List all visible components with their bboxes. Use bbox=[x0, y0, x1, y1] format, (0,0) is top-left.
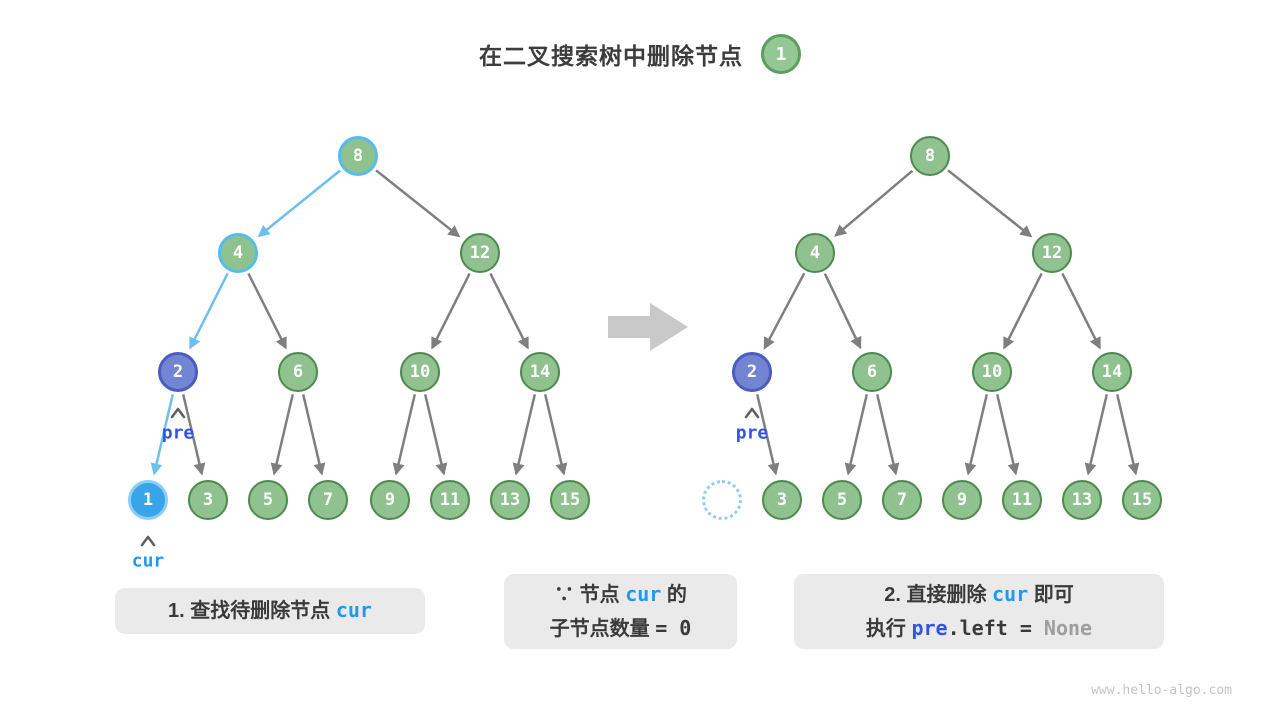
tree-edge-6-5 bbox=[844, 394, 869, 476]
caption-segment: 1. 查找待删除节点 bbox=[168, 600, 336, 622]
tree-edge-2-3 bbox=[181, 394, 206, 476]
tree-edge-12-14 bbox=[1061, 272, 1101, 350]
step-1-caption: 1. 查找待删除节点 cur bbox=[115, 588, 425, 634]
caret-up-icon bbox=[140, 535, 156, 547]
tree-edge-14-13 bbox=[512, 394, 537, 476]
tree-node-after-deletion-15: 15 bbox=[1122, 480, 1162, 520]
tree-node-before-deletion-9: 9 bbox=[370, 480, 410, 520]
step-badge: 1 bbox=[761, 34, 801, 74]
tree-node-before-deletion-12: 12 bbox=[460, 233, 500, 273]
tree-edge-8-4 bbox=[834, 169, 914, 237]
tree-edge-10-9 bbox=[964, 394, 989, 476]
step-2-caption: 2. 直接删除 cur 即可执行 pre.left = None bbox=[794, 574, 1164, 649]
pointer-label-pre: pre bbox=[161, 422, 195, 444]
tree-edge-2-1 bbox=[150, 394, 175, 476]
tree-edge-10-11 bbox=[423, 394, 448, 476]
tree-node-before-deletion-8: 8 bbox=[338, 136, 378, 176]
tree-node-before-deletion-14: 14 bbox=[520, 352, 560, 392]
tree-edge-4-2 bbox=[763, 272, 806, 350]
transform-arrow-icon bbox=[608, 303, 688, 351]
tree-edge-6-5 bbox=[270, 394, 295, 476]
caption-segment: .left = bbox=[947, 615, 1044, 640]
tree-node-before-deletion-11: 11 bbox=[430, 480, 470, 520]
tree-edge-8-12 bbox=[375, 169, 461, 238]
tree-edge-4-6 bbox=[823, 273, 862, 350]
tree-edge-8-12 bbox=[947, 169, 1033, 238]
removed-node-placeholder bbox=[702, 480, 742, 520]
tree-node-before-deletion-7: 7 bbox=[308, 480, 348, 520]
tree-node-before-deletion-2: 2 bbox=[158, 352, 198, 392]
tree-node-after-deletion-6: 6 bbox=[852, 352, 892, 392]
caption-segment: None bbox=[1043, 615, 1093, 640]
tree-edge-8-4 bbox=[257, 169, 341, 238]
tree-edge-12-10 bbox=[1003, 272, 1043, 350]
page-title: 在二叉搜索树中删除节点 bbox=[479, 43, 743, 69]
tree-node-before-deletion-1: 1 bbox=[128, 480, 168, 520]
tree-node-before-deletion-4: 4 bbox=[218, 233, 258, 273]
tree-node-before-deletion-15: 15 bbox=[550, 480, 590, 520]
tree-edge-4-2 bbox=[189, 272, 229, 350]
tree-edge-6-7 bbox=[301, 394, 326, 476]
caption-segment: 执行 bbox=[865, 617, 912, 640]
tree-edge-14-15 bbox=[543, 394, 568, 476]
tree-node-after-deletion-10: 10 bbox=[972, 352, 1012, 392]
tree-node-after-deletion-2: 2 bbox=[732, 352, 772, 392]
caret-up-icon bbox=[744, 407, 760, 419]
diagram-title-row: 在二叉搜索树中删除节点 1 bbox=[0, 32, 1280, 76]
tree-edge-2-3 bbox=[755, 394, 780, 476]
tree-node-after-deletion-7: 7 bbox=[882, 480, 922, 520]
tree-edge-10-9 bbox=[392, 394, 417, 476]
pointer-label-cur: cur bbox=[131, 550, 165, 572]
caption-segment: = 0 bbox=[655, 615, 692, 640]
tree-node-after-deletion-8: 8 bbox=[910, 136, 950, 176]
caption-segment: cur bbox=[335, 598, 372, 622]
tree-node-after-deletion-9: 9 bbox=[942, 480, 982, 520]
caption-line: 执行 pre.left = None bbox=[866, 612, 1092, 646]
caption-segment: pre bbox=[911, 615, 948, 640]
tree-node-after-deletion-13: 13 bbox=[1062, 480, 1102, 520]
tree-node-after-deletion-14: 14 bbox=[1092, 352, 1132, 392]
tree-node-after-deletion-5: 5 bbox=[822, 480, 862, 520]
tree-node-before-deletion-6: 6 bbox=[278, 352, 318, 392]
condition-caption: ∵ 节点 cur 的子节点数量 = 0 bbox=[504, 574, 737, 649]
tree-node-before-deletion-5: 5 bbox=[248, 480, 288, 520]
tree-edge-4-6 bbox=[247, 272, 287, 350]
caption-line: 2. 直接删除 cur 即可 bbox=[884, 578, 1073, 612]
tree-edge-12-14 bbox=[489, 272, 529, 350]
tree-edge-14-15 bbox=[1115, 394, 1140, 476]
caption-segment: 的 bbox=[661, 583, 687, 606]
tree-node-before-deletion-10: 10 bbox=[400, 352, 440, 392]
tree-node-before-deletion-13: 13 bbox=[490, 480, 530, 520]
pointer-label-pre: pre bbox=[735, 422, 769, 444]
tree-edge-12-10 bbox=[431, 272, 471, 350]
tree-node-after-deletion-12: 12 bbox=[1032, 233, 1072, 273]
tree-node-before-deletion-3: 3 bbox=[188, 480, 228, 520]
caret-up-icon bbox=[170, 407, 186, 419]
caption-line: 子节点数量 = 0 bbox=[550, 612, 692, 646]
tree-edge-14-13 bbox=[1084, 394, 1109, 476]
caption-segment: cur bbox=[992, 581, 1029, 606]
caption-line: 1. 查找待删除节点 cur bbox=[168, 594, 372, 628]
tree-node-after-deletion-3: 3 bbox=[762, 480, 802, 520]
tree-node-after-deletion-4: 4 bbox=[795, 233, 835, 273]
caption-line: ∵ 节点 cur 的 bbox=[554, 578, 687, 612]
caption-segment: 子节点数量 bbox=[549, 617, 656, 640]
caption-segment: 2. 直接删除 bbox=[884, 583, 993, 606]
tree-edge-10-11 bbox=[995, 394, 1020, 476]
caption-segment: cur bbox=[625, 581, 662, 606]
tree-node-after-deletion-11: 11 bbox=[1002, 480, 1042, 520]
watermark: www.hello-algo.com bbox=[1091, 683, 1232, 698]
tree-edge-6-7 bbox=[875, 394, 900, 476]
caption-segment: ∵ 节点 bbox=[554, 583, 626, 606]
caption-segment: 即可 bbox=[1028, 583, 1074, 606]
